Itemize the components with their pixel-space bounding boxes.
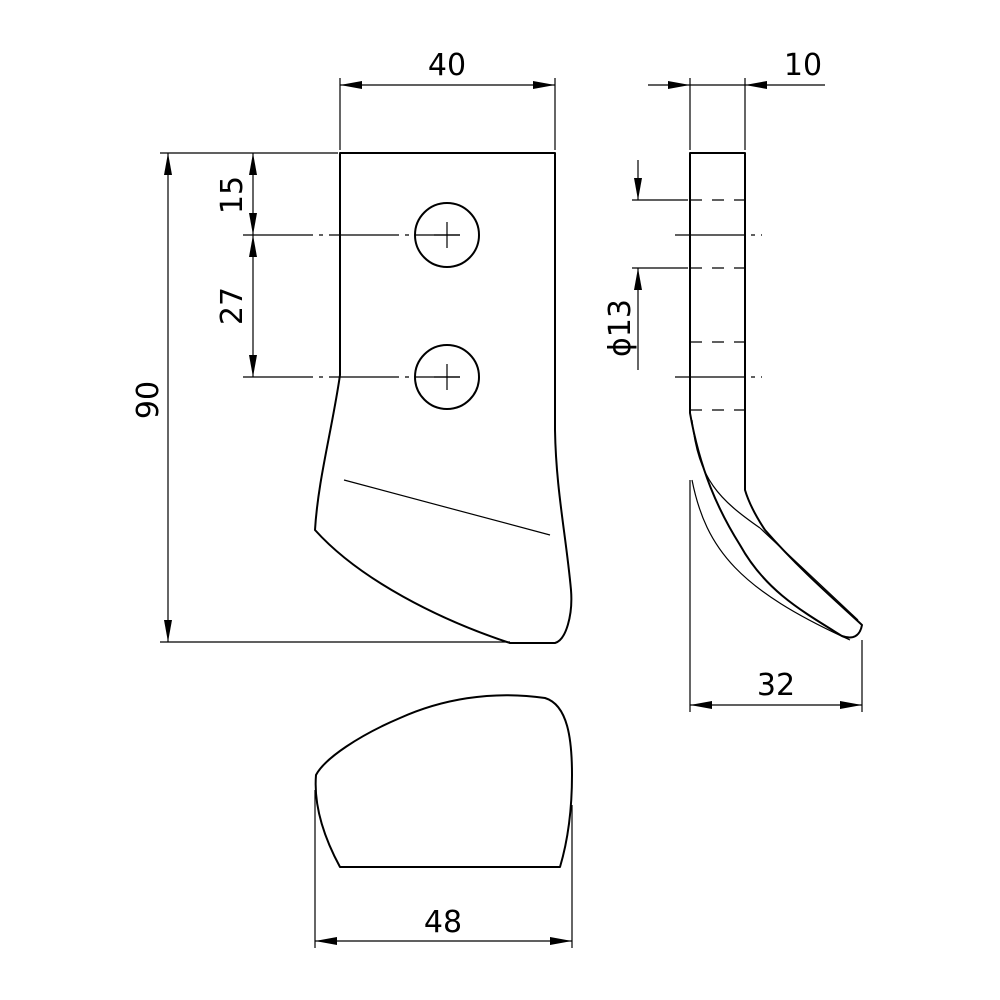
side-view-outline [689,152,863,639]
dimension-height-90-label: 90 [131,381,166,419]
bottom-view [314,694,573,868]
front-view-bevel-line [343,479,551,536]
side-view-back-curve [691,479,851,641]
dimension-width-40: 40 [339,48,556,150]
dimension-hole-diameter: ϕ13 [603,160,688,370]
front-view [243,152,573,644]
dimension-offset-15-label: 15 [215,176,250,214]
dimension-spacing-27: 27 [215,235,257,377]
side-view [675,152,863,641]
dimension-depth-32: 32 [689,480,863,712]
dimension-thickness-10: 10 [648,48,825,150]
dimension-width-40-label: 40 [428,48,466,83]
front-view-outline [314,152,573,644]
dimension-width-48-label: 48 [424,905,462,940]
bottom-view-outline [314,694,573,868]
dimension-depth-32-label: 32 [757,668,795,703]
dimension-width-48: 48 [314,790,573,948]
dimension-spacing-27-label: 27 [215,287,250,325]
dimension-offset-15: 15 [215,153,257,235]
side-view-edge-line [759,527,859,621]
dimension-height-90: 90 [131,152,510,643]
dimension-hole-diameter-label: ϕ13 [603,299,638,357]
side-view-inner-curve [691,419,761,529]
dimension-thickness-10-label: 10 [784,48,822,83]
